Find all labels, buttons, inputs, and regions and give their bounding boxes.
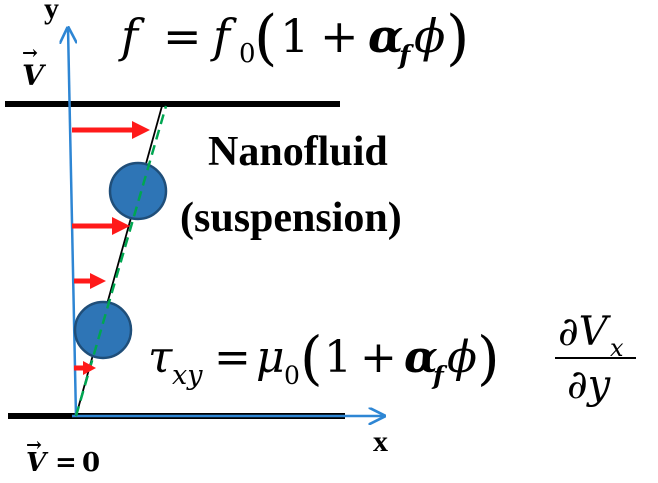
suspension-subtitle: (suspension)	[180, 195, 402, 241]
top-velocity-label: → V	[22, 42, 47, 92]
bottom-velocity-label: → V = 0	[26, 434, 100, 478]
y-axis	[68, 28, 78, 418]
svg-text:x: x	[610, 334, 624, 362]
svg-text:0: 0	[82, 448, 100, 478]
nanoparticle-lower	[73, 300, 133, 360]
velocity-arrow-2	[72, 217, 130, 235]
shear-stress-equation: τ xy = μ 0 ( 1 + α f ϕ ) ∂V x ∂y	[148, 309, 636, 408]
velocity-arrow-1	[72, 121, 150, 139]
svg-text:f: f	[397, 41, 414, 71]
svg-text:∂y: ∂y	[567, 362, 612, 408]
svg-text:α: α	[404, 332, 438, 383]
svg-text:f: f	[431, 361, 448, 390]
svg-text:(: (	[254, 3, 277, 73]
svg-text:0: 0	[284, 361, 300, 390]
dashed-profile-line	[74, 105, 168, 417]
nanoparticle-upper	[108, 161, 168, 221]
velocity-arrow-4	[74, 361, 96, 375]
svg-text:1: 1	[324, 332, 352, 383]
svg-text:∂V: ∂V	[558, 309, 612, 355]
svg-text:ϕ: ϕ	[447, 332, 477, 383]
svg-text:1: 1	[280, 9, 309, 63]
svg-text:xy: xy	[172, 360, 203, 391]
svg-text:f: f	[118, 9, 145, 63]
nanofluid-title: Nanofluid	[208, 129, 388, 175]
svg-text:0: 0	[239, 39, 256, 69]
svg-text:): )	[477, 324, 500, 392]
svg-text:=: =	[163, 9, 202, 63]
svg-text:+: +	[320, 9, 359, 63]
velocity-arrow-3	[74, 273, 106, 289]
svg-text:(: (	[300, 324, 323, 392]
svg-text:α: α	[368, 9, 403, 63]
svg-text:→: →	[22, 42, 38, 64]
svg-text:ϕ: ϕ	[414, 9, 445, 63]
svg-text:V: V	[26, 448, 49, 478]
x-axis-label: x	[373, 425, 388, 458]
svg-text:=: =	[214, 332, 251, 383]
friction-equation: f = f 0 ( 1 + α f ϕ )	[118, 3, 469, 73]
y-axis-label: y	[44, 0, 59, 25]
svg-text:V: V	[22, 59, 47, 92]
svg-text:μ: μ	[256, 332, 285, 383]
svg-text:=: =	[55, 448, 77, 478]
svg-text:+: +	[360, 332, 397, 383]
svg-text:): )	[446, 3, 469, 73]
svg-text:f: f	[210, 9, 237, 63]
svg-text:→: →	[26, 434, 42, 456]
svg-text:τ: τ	[148, 332, 173, 383]
